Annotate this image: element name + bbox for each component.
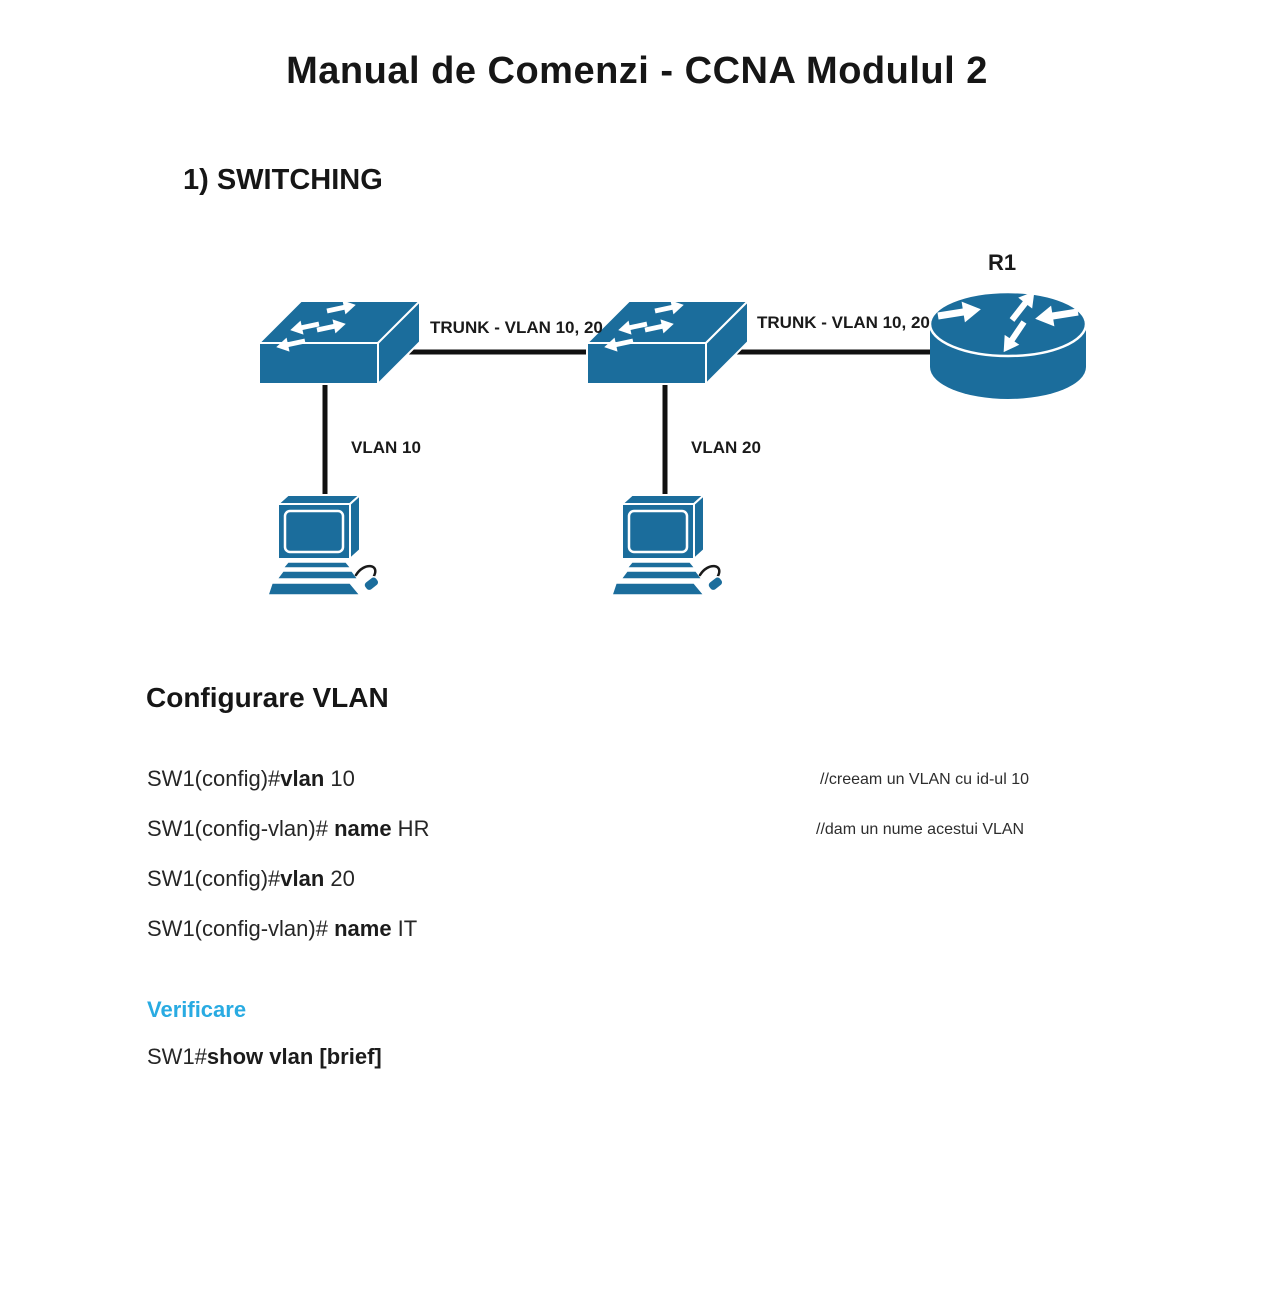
cli-comment: //dam un nume acestui VLAN	[816, 821, 1025, 838]
cli-args: 10	[324, 766, 355, 791]
pc1-icon	[266, 492, 380, 596]
cli-keyword: show vlan [brief]	[206, 1044, 382, 1069]
vlan20-label: VLAN 20	[691, 438, 761, 457]
vlan10-label: VLAN 10	[351, 438, 421, 457]
trunk-label-right: TRUNK - VLAN 10, 20	[757, 313, 930, 332]
cli-prompt: SW1(config-vlan)#	[147, 916, 335, 941]
cli-args: IT	[391, 916, 418, 941]
mouse-icon	[707, 575, 724, 592]
cli-command-line: SW1(config)#vlan 20	[147, 866, 355, 892]
switch1-icon	[256, 297, 423, 387]
mouse-icon	[363, 575, 380, 592]
cli-keyword: vlan	[280, 866, 325, 891]
cli-command-line: SW1(config)#vlan 10	[147, 766, 355, 792]
mouse-cable	[698, 564, 721, 578]
verify-heading: Verificare	[147, 997, 247, 1022]
cli-keyword: vlan	[280, 766, 325, 791]
switch2-icon	[584, 297, 751, 387]
cli-prompt: SW1(config)#	[147, 866, 281, 891]
cli-command-line: SW1#show vlan [brief]	[147, 1044, 382, 1070]
link-lines	[322, 349, 962, 500]
config-vlan-heading: Configurare VLAN	[146, 682, 389, 713]
cli-prompt: SW1(config-vlan)#	[147, 816, 335, 841]
router-label: R1	[988, 250, 1016, 275]
trunk-label-left: TRUNK - VLAN 10, 20	[430, 318, 603, 337]
router-icon	[928, 285, 1088, 399]
cli-keyword: name	[334, 816, 392, 841]
page-title: Manual de Comenzi - CCNA Modulul 2	[286, 50, 988, 92]
cli-args: 20	[324, 866, 355, 891]
cli-comment: //creeam un VLAN cu id-ul 10	[820, 771, 1029, 788]
cli-args: HR	[391, 816, 430, 841]
cli-command-line: SW1(config-vlan)# name HR	[147, 816, 429, 842]
section-heading: 1) SWITCHING	[183, 164, 383, 196]
cli-prompt: SW1#	[147, 1044, 207, 1069]
cli-prompt: SW1(config)#	[147, 766, 281, 791]
mouse-cable	[354, 564, 377, 578]
pc2-icon	[610, 492, 724, 596]
network-diagram: R1 TRUNK - VLAN 10, 20 TRUNK - VLAN 10, …	[256, 250, 1088, 596]
cli-keyword: name	[334, 916, 392, 941]
cli-command-line: SW1(config-vlan)# name IT	[147, 916, 417, 942]
